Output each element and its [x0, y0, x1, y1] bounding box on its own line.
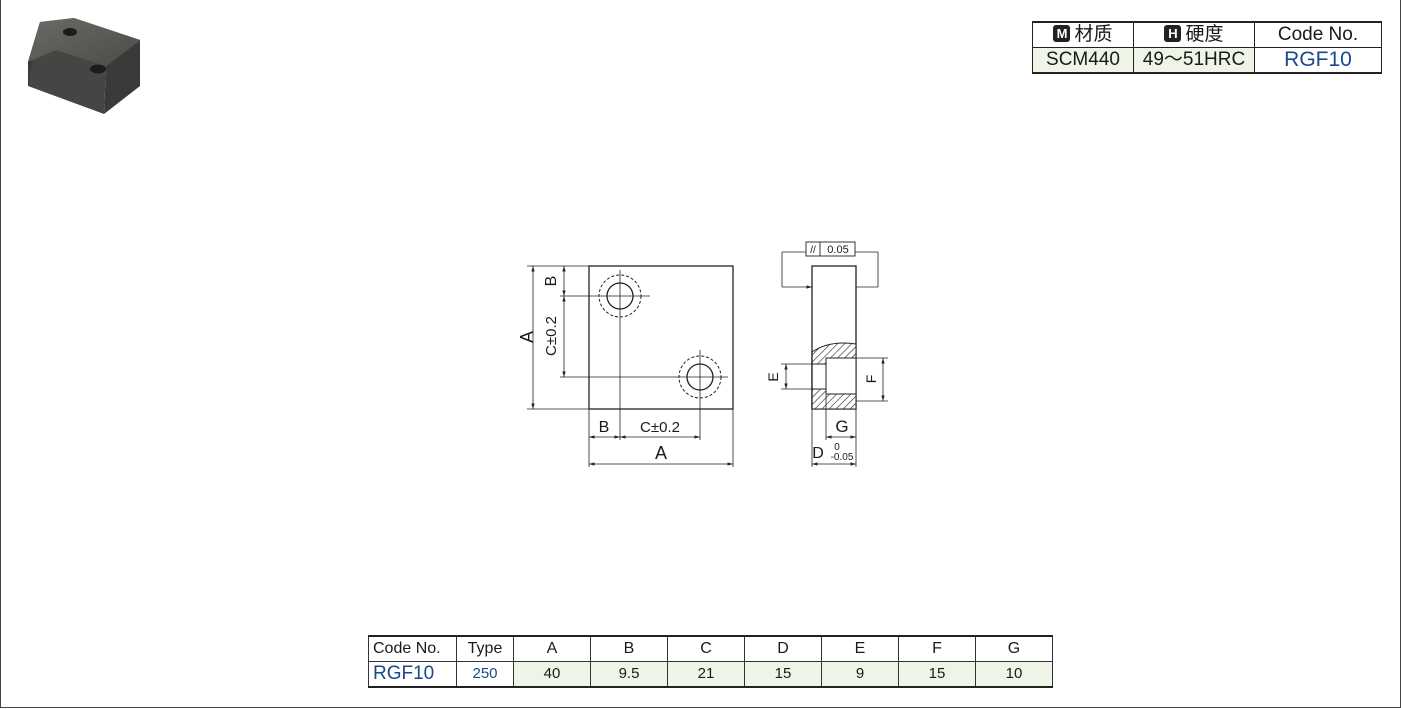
parallelism-symbol: //	[810, 245, 816, 256]
cell-B: 9.5	[590, 661, 668, 688]
col-header-C: C	[667, 635, 745, 662]
cell-C: 21	[667, 661, 745, 688]
label-B-horizontal: B	[599, 419, 610, 436]
label-E: E	[765, 372, 781, 381]
label-D: D	[812, 445, 824, 462]
parallelism-frame	[805, 241, 856, 257]
label-F: F	[863, 375, 879, 384]
cell-code[interactable]: RGF10	[368, 661, 457, 688]
label-A-horizontal: A	[655, 443, 667, 463]
col-header-type: Type	[456, 635, 514, 662]
dimension-table: Code No. Type A B C D E F G RGF10 250 40…	[368, 635, 1053, 688]
material-value: SCM440	[1032, 47, 1134, 74]
label-G: G	[835, 417, 848, 436]
hardness-value: 49～51HRC	[1133, 47, 1255, 74]
col-header-D: D	[744, 635, 822, 662]
hardness-badge-icon: H	[1164, 25, 1182, 42]
product-photo	[28, 18, 140, 114]
label-D-tol-upper: 0	[834, 442, 840, 453]
cell-E: 9	[821, 661, 899, 688]
col-header-code: Code No.	[368, 635, 457, 662]
material-badge-icon: M	[1053, 25, 1071, 42]
dimension-header-row: Code No. Type A B C D E F G	[368, 635, 1053, 662]
col-header-A: A	[513, 635, 591, 662]
label-B-vertical: B	[543, 276, 560, 287]
col-header-F: F	[898, 635, 976, 662]
label-C-vertical: C±0.2	[543, 316, 560, 356]
spec-value-row: SCM440 49～51HRC RGF10	[1032, 47, 1382, 74]
label-C-horizontal: C±0.2	[640, 419, 680, 436]
cell-G: 10	[975, 661, 1053, 688]
table-row: RGF10 250 40 9.5 21 15 9 15 10	[368, 661, 1053, 688]
cell-D: 15	[744, 661, 822, 688]
hardness-label: 硬度	[1185, 24, 1224, 45]
cell-type: 250	[456, 661, 514, 688]
code-value[interactable]: RGF10	[1254, 47, 1382, 74]
label-A-vertical: A	[517, 331, 537, 343]
cell-A: 40	[513, 661, 591, 688]
col-header-E: E	[821, 635, 899, 662]
col-header-B: B	[590, 635, 668, 662]
col-header-G: G	[975, 635, 1053, 662]
front-view-outline	[588, 265, 734, 410]
material-label: 材质	[1074, 24, 1113, 45]
cell-F: 15	[898, 661, 976, 688]
label-D-tol-lower: -0.05	[831, 452, 854, 463]
parallelism-value: 0.05	[827, 244, 848, 256]
